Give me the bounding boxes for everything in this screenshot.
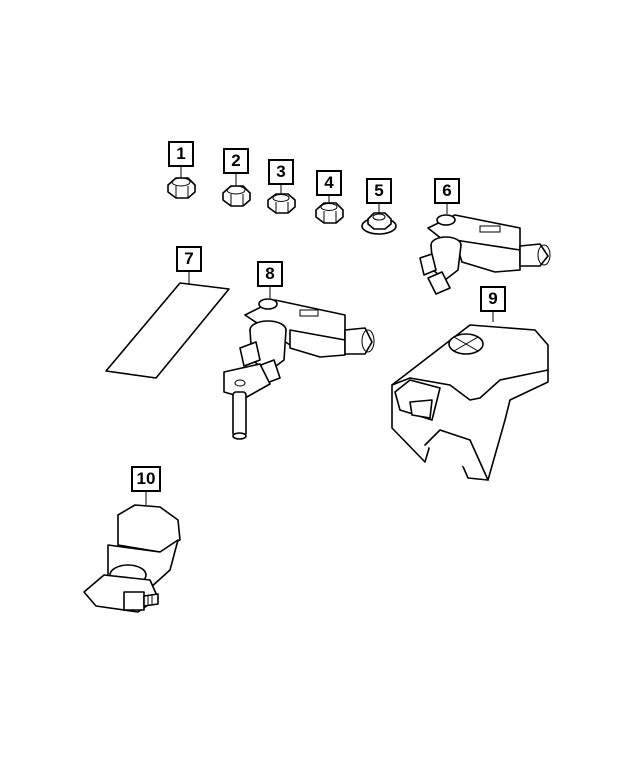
hex-nut-icon bbox=[222, 185, 251, 207]
battery-sensor-icon bbox=[419, 214, 551, 295]
callout-10: 10 bbox=[131, 466, 161, 492]
callout-4: 4 bbox=[316, 170, 342, 196]
flange-nut-icon bbox=[361, 212, 397, 235]
terminal-clamp-icon bbox=[83, 504, 181, 613]
callout-5: 5 bbox=[366, 178, 392, 204]
callout-6: 6 bbox=[434, 178, 460, 204]
callout-8: 8 bbox=[257, 261, 283, 287]
hex-nut-icon bbox=[167, 177, 196, 199]
battery-sensor-icon bbox=[223, 298, 375, 440]
callout-2: 2 bbox=[223, 148, 249, 174]
callout-1: 1 bbox=[168, 141, 194, 167]
label-sheet-icon bbox=[105, 282, 230, 379]
callout-7: 7 bbox=[176, 246, 202, 272]
callout-3: 3 bbox=[268, 159, 294, 185]
leader-lines bbox=[145, 166, 494, 505]
flange-nut-icon bbox=[267, 193, 296, 214]
flange-nut-icon bbox=[315, 202, 344, 224]
callout-9: 9 bbox=[480, 286, 506, 312]
terminal-cover-icon bbox=[391, 324, 549, 481]
